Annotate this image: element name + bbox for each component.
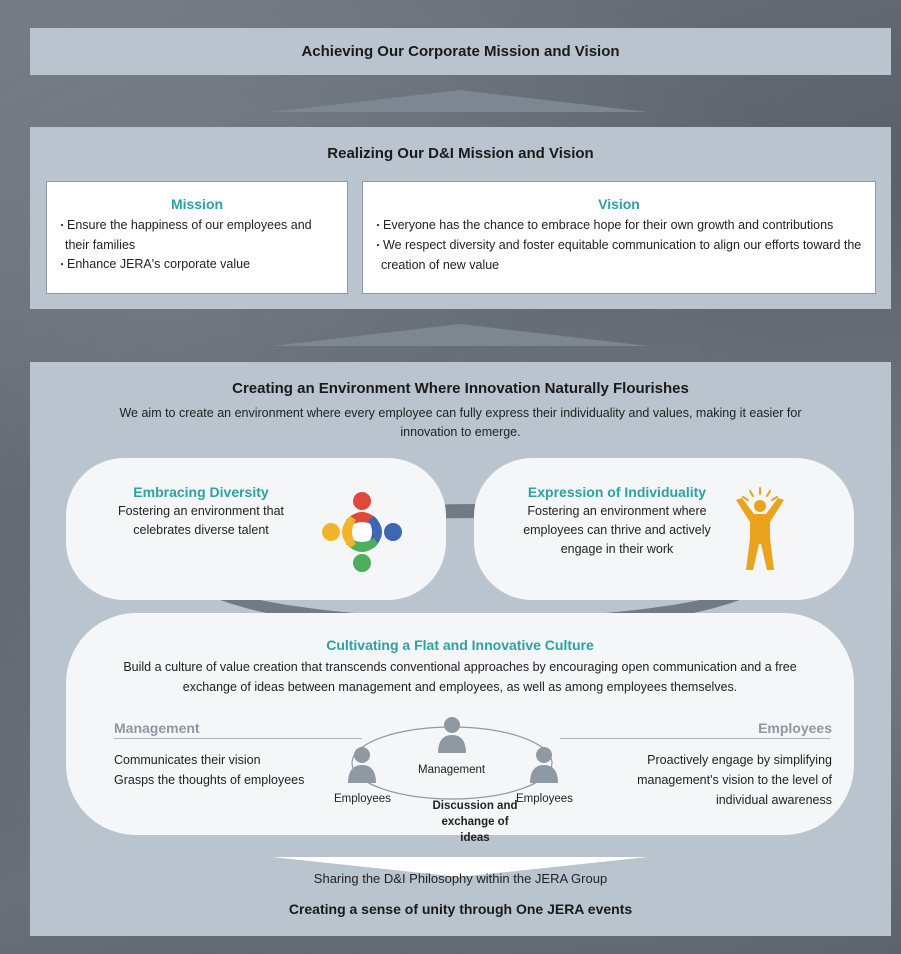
- diversity-text: Fostering an environment that celebrates…: [117, 504, 285, 537]
- sharing-text: Sharing the D&I Philosophy within the JE…: [313, 871, 608, 886]
- diagram-management-label: Management: [418, 764, 486, 776]
- management-item: Grasps the thoughts of employees: [114, 773, 305, 787]
- communication-diagram: [348, 717, 558, 800]
- individuality-heading: Expression of Individuality: [527, 484, 707, 500]
- employees-heading: Employees: [758, 720, 832, 736]
- environment-title: Creating an Environment Where Innovation…: [232, 380, 689, 397]
- diagram-employees-right-label: Employees: [516, 793, 573, 805]
- diagram-center-label: Discussion and exchange of ideas: [432, 800, 518, 844]
- mission-item: Ensure the happiness of our employees an…: [55, 216, 339, 255]
- management-person-icon: [438, 717, 466, 753]
- mission-heading: Mission: [170, 196, 224, 212]
- corporate-mission-title: Achieving Our Corporate Mission and Visi…: [301, 43, 620, 60]
- management-list: Communicates their vision Grasps the tho…: [114, 750, 334, 790]
- vision-item: Everyone has the chance to embrace hope …: [371, 216, 867, 236]
- individuality-text: Fostering an environment where employees…: [523, 504, 711, 556]
- dni-title: Realizing Our D&I Mission and Vision: [327, 145, 594, 162]
- employees-text: Proactively engage by simplifying manage…: [637, 753, 832, 807]
- down-arrow: [272, 857, 648, 877]
- mission-box: Mission Ensure the happiness of our empl…: [46, 181, 348, 294]
- diversity-heading: Embracing Diversity: [133, 484, 269, 500]
- management-item: Communicates their vision: [114, 753, 261, 767]
- culture-card: Cultivating a Flat and Innovative Cultur…: [66, 613, 854, 844]
- vision-box: Vision Everyone has the chance to embrac…: [362, 181, 876, 294]
- environment-description: We aim to create an environment where ev…: [119, 406, 802, 439]
- up-arrow-2: [272, 324, 648, 346]
- cheering-person-icon: [736, 487, 784, 570]
- management-heading: Management: [114, 720, 200, 736]
- employees-divider: [560, 738, 830, 739]
- environment-panel: Creating an Environment Where Innovation…: [30, 362, 891, 936]
- dni-mission-vision-panel: Realizing Our D&I Mission and Vision Mis…: [30, 127, 891, 309]
- employee-person-icon: [530, 747, 558, 783]
- diversity-card: Embracing Diversity Fostering an environ…: [66, 458, 446, 600]
- unity-text: Creating a sense of unity through One JE…: [288, 901, 633, 917]
- up-arrow-1: [272, 90, 648, 112]
- diagram-employees-left-label: Employees: [334, 793, 391, 805]
- culture-description: Build a culture of value creation that t…: [123, 660, 797, 694]
- vision-heading: Vision: [598, 196, 640, 212]
- employee-person-icon: [348, 747, 376, 783]
- individuality-card: Expression of Individuality Fostering an…: [474, 458, 854, 600]
- vision-item: We respect diversity and foster equitabl…: [371, 236, 867, 275]
- culture-heading: Cultivating a Flat and Innovative Cultur…: [326, 637, 594, 653]
- corporate-mission-banner: Achieving Our Corporate Mission and Visi…: [30, 28, 891, 75]
- management-divider: [114, 738, 362, 739]
- diverse-people-icon: [322, 492, 402, 572]
- mission-item: Enhance JERA's corporate value: [55, 255, 339, 275]
